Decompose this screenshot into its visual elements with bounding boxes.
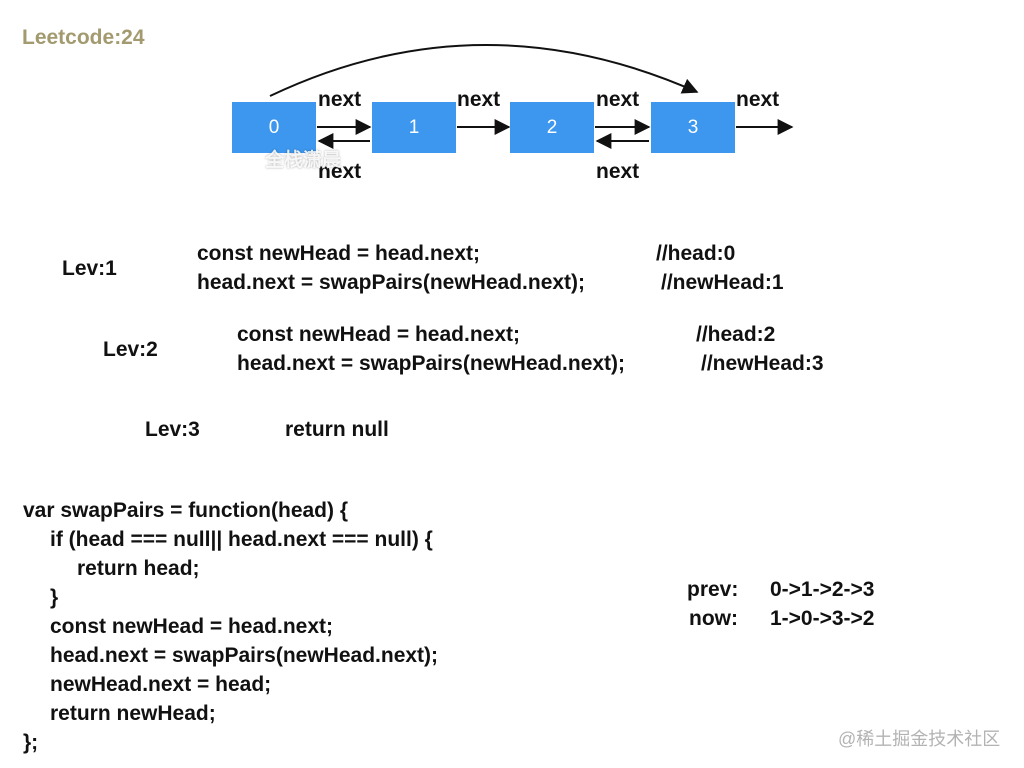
site-watermark: @稀土掘金技术社区 bbox=[838, 729, 1001, 749]
function-code-line: var swapPairs = function(head) { bbox=[23, 499, 349, 522]
list-node: 3 bbox=[651, 102, 735, 153]
level-comment: //head:0 bbox=[656, 242, 736, 265]
level-comment: //head:2 bbox=[696, 323, 776, 346]
function-code-line: const newHead = head.next; bbox=[50, 615, 333, 638]
level-comment: //newHead:1 bbox=[661, 271, 784, 294]
function-code-line: return head; bbox=[77, 557, 200, 580]
edge-label: next bbox=[318, 88, 362, 111]
prev-value: 0->1->2->3 bbox=[770, 578, 875, 601]
level-code-line: return null bbox=[285, 418, 389, 441]
function-code-line: } bbox=[50, 586, 59, 609]
edge-label: next bbox=[736, 88, 780, 111]
function-code-line: if (head === null|| head.next === null) … bbox=[50, 528, 433, 551]
level-code-line: head.next = swapPairs(newHead.next); bbox=[237, 352, 626, 375]
list-node: 0 bbox=[232, 102, 316, 153]
image-watermark: 全栈潇晨 bbox=[265, 150, 342, 171]
level-code-line: const newHead = head.next; bbox=[237, 323, 520, 346]
edge-label: next bbox=[596, 88, 640, 111]
function-code-line: }; bbox=[23, 731, 39, 754]
function-code-line: newHead.next = head; bbox=[50, 673, 272, 696]
now-label: now: bbox=[689, 607, 738, 630]
function-code-line: return newHead; bbox=[50, 702, 216, 725]
edge-label: next bbox=[318, 160, 362, 183]
prev-label: prev: bbox=[687, 578, 739, 601]
arrow-0-to-3-curve bbox=[269, 44, 699, 97]
level-comment: //newHead:3 bbox=[701, 352, 824, 375]
diagram-title: Leetcode:24 bbox=[22, 26, 145, 49]
edge-label: next bbox=[457, 88, 501, 111]
level-code-line: const newHead = head.next; bbox=[197, 242, 480, 265]
list-node: 1 bbox=[372, 102, 456, 153]
now-value: 1->0->3->2 bbox=[770, 607, 875, 630]
level-label: Lev:2 bbox=[103, 338, 158, 361]
level-label: Lev:3 bbox=[145, 418, 200, 441]
edge-label: next bbox=[596, 160, 640, 183]
function-code-line: head.next = swapPairs(newHead.next); bbox=[50, 644, 439, 667]
level-code-line: head.next = swapPairs(newHead.next); bbox=[197, 271, 586, 294]
list-node: 2 bbox=[510, 102, 594, 153]
level-label: Lev:1 bbox=[62, 257, 117, 280]
